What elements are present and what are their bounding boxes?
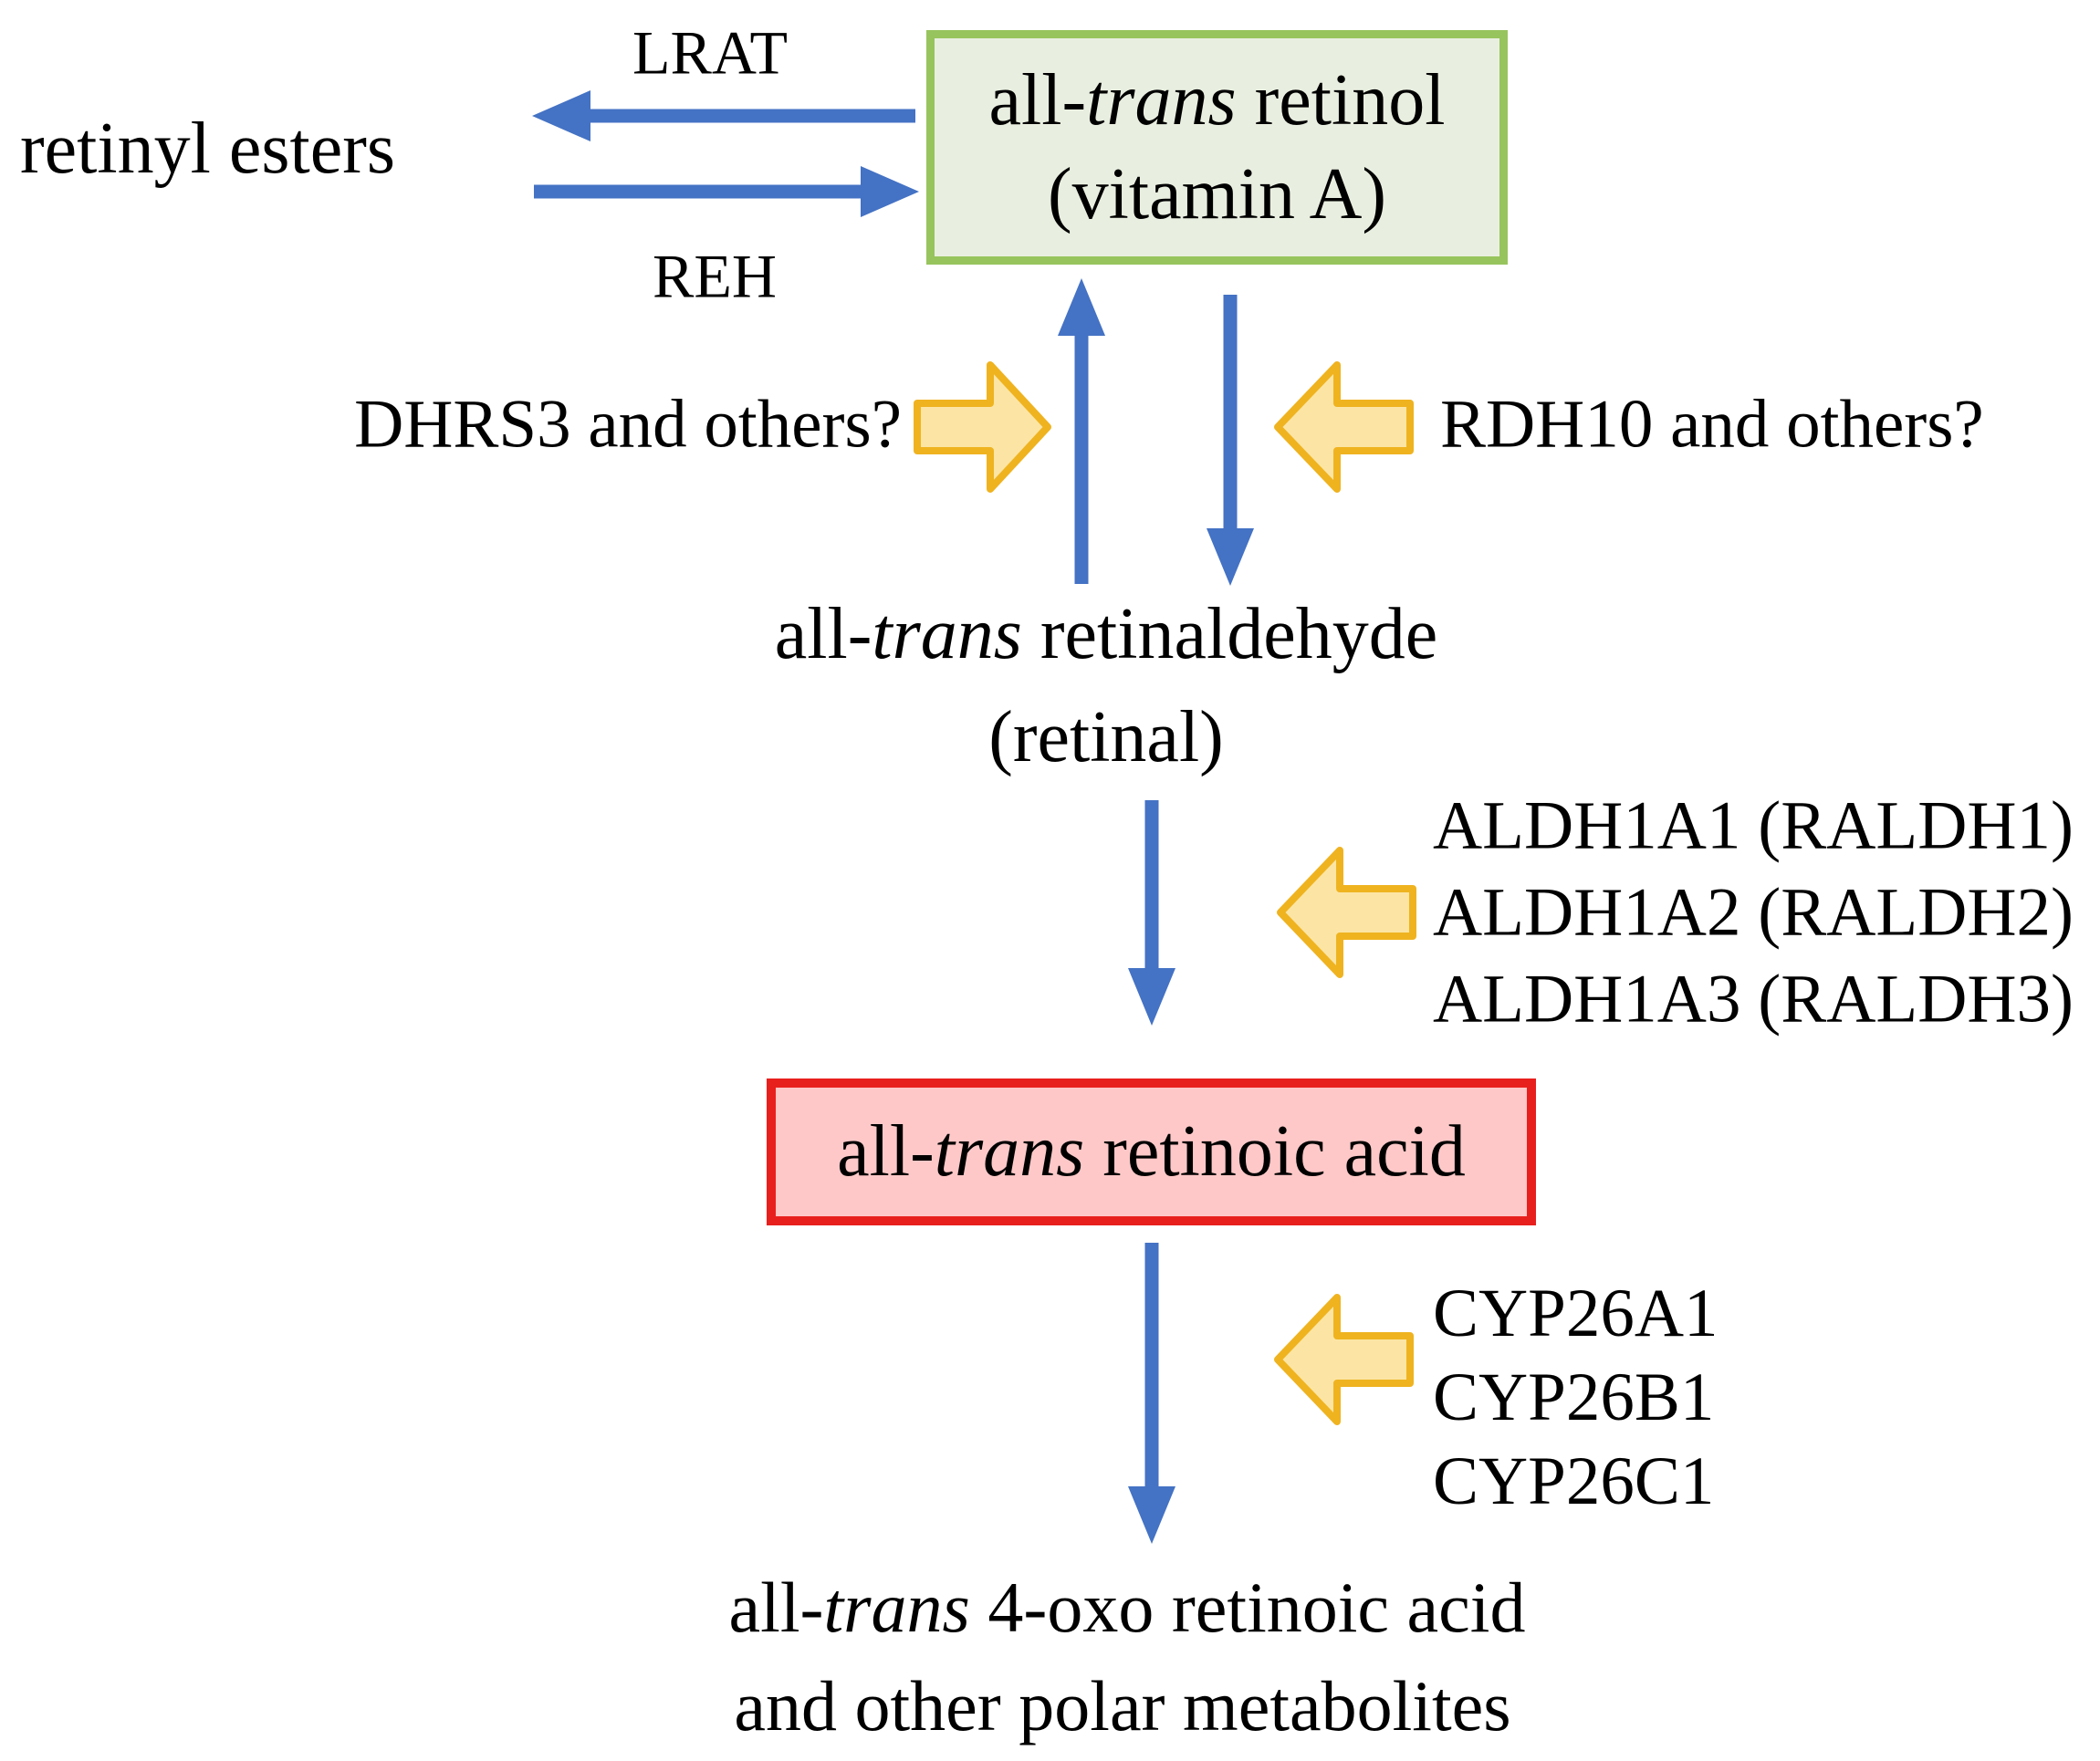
enzyme-label-aldh1a3: ALDH1A3 (RALDH3) <box>1433 961 2074 1037</box>
retinaldehyde-to-retinol-arrowhead <box>1058 278 1105 336</box>
enzyme-label-cyp26c1: CYP26C1 <box>1433 1443 1715 1519</box>
enzyme-label-dhrs3: DHRS3 and others? <box>354 386 902 463</box>
node-retinyl-esters: retinyl esters <box>20 109 395 189</box>
retinol-to-retinaldehyde-arrowhead <box>1207 528 1254 586</box>
node-polar-metabolites-line1: all-trans 4-oxo retinoic acid <box>728 1568 1526 1648</box>
enzyme-label-aldh1a2: ALDH1A2 (RALDH2) <box>1433 874 2074 951</box>
enzyme-label-aldh-list: ALDH1A1 (RALDH1) ALDH1A2 (RALDH2) ALDH1A… <box>1433 783 2074 1043</box>
enzyme-label-cyp26b1: CYP26B1 <box>1433 1360 1715 1435</box>
enzyme-label-reh: REH <box>653 241 777 311</box>
retinoic-acid-to-metabolites-arrowhead <box>1128 1486 1175 1544</box>
rdh10-block-arrow-left-icon <box>1274 361 1414 493</box>
cyp26-block-arrow-left-icon <box>1274 1294 1414 1425</box>
enzyme-label-lrat: LRAT <box>632 17 788 88</box>
node-retinol-text: all-trans retinol (vitamin A) <box>988 60 1446 234</box>
aldh-block-arrow-left-icon <box>1277 847 1416 978</box>
reh-arrowhead <box>861 166 919 217</box>
dhrs3-block-arrow-right-icon <box>914 361 1051 493</box>
node-retinaldehyde-line2: (retinal) <box>988 697 1224 777</box>
enzyme-label-rdh10: RDH10 and others? <box>1440 386 1984 463</box>
lrat-arrowhead <box>532 90 590 141</box>
retinaldehyde-to-retinoic-acid-arrowhead <box>1128 968 1175 1026</box>
enzyme-label-cyp26-list: CYP26A1 CYP26B1 CYP26C1 <box>1433 1272 1719 1524</box>
node-retinoic-acid-box: all-trans retinoic acid <box>767 1078 1536 1225</box>
node-retinol-box: all-trans retinol (vitamin A) <box>926 30 1508 265</box>
enzyme-label-aldh1a1: ALDH1A1 (RALDH1) <box>1433 787 2074 864</box>
node-retinoic-acid-text: all-trans retinoic acid <box>837 1111 1466 1193</box>
enzyme-label-cyp26a1: CYP26A1 <box>1433 1276 1719 1351</box>
node-retinaldehyde-line1: all-trans retinaldehyde <box>774 594 1438 674</box>
node-polar-metabolites-line2: and other polar metabolites <box>734 1666 1511 1746</box>
